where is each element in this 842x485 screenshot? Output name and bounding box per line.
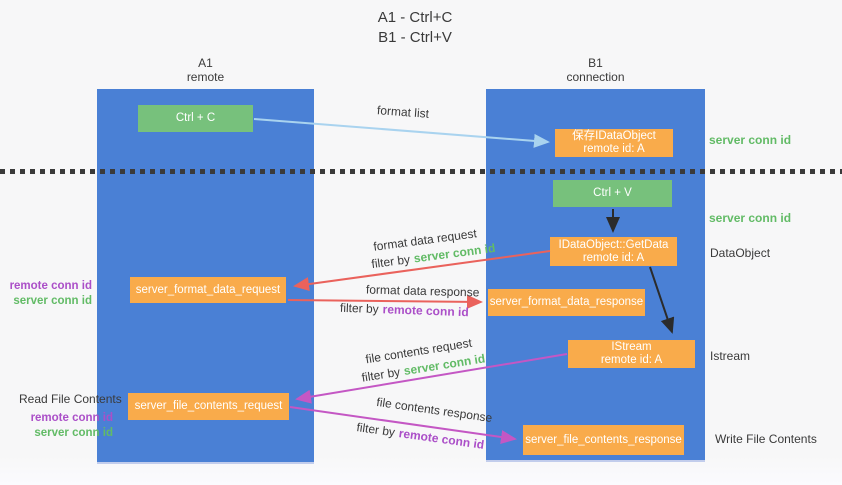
file-request-label: server_file_contents_request bbox=[134, 400, 283, 412]
dotted-separator-line bbox=[0, 169, 842, 174]
node-server-format-data-request: server_format_data_request bbox=[130, 277, 286, 303]
node-idataobject-getdata: IDataObject::GetData remote id: A bbox=[550, 237, 677, 266]
node-istream: IStream remote id: A bbox=[568, 340, 695, 368]
filter-by-text: filter by bbox=[370, 252, 411, 272]
lane-a-header: A1 remote bbox=[97, 56, 314, 84]
save-dataobject-line2: remote id: A bbox=[583, 143, 645, 155]
format-response-label: server_format_data_response bbox=[489, 296, 644, 308]
read-file-contents-label: Read File Contents bbox=[19, 392, 122, 406]
write-file-contents-label: Write File Contents bbox=[715, 432, 817, 446]
dataobject-side-label: DataObject bbox=[710, 246, 771, 260]
title-line-2: B1 - Ctrl+V bbox=[378, 29, 452, 46]
lane-a-id: A1 bbox=[198, 56, 213, 70]
file-response-label: server_file_contents_response bbox=[525, 433, 682, 446]
remote-conn-id-text: remote conn id bbox=[382, 302, 469, 320]
istream-side-label: Istream bbox=[710, 349, 751, 363]
file-conn-ids-group: remote conn id server conn id bbox=[20, 411, 113, 441]
format-conn-ids-group: remote conn id server conn id bbox=[8, 279, 92, 309]
node-server-file-contents-response: server_file_contents_response bbox=[523, 425, 684, 455]
istream-line2: remote id: A bbox=[600, 354, 663, 366]
lane-b-header: B1 connection bbox=[486, 56, 705, 84]
lane-a-role: remote bbox=[186, 70, 225, 84]
node-save-dataobject: 保存IDataObject remote id: A bbox=[555, 129, 673, 157]
lane-b-id: B1 bbox=[588, 56, 603, 70]
server-conn-id-mid-label: server conn id bbox=[709, 211, 792, 225]
remote-conn-id-text: remote conn id bbox=[397, 426, 486, 452]
filter-by-text: filter by bbox=[360, 364, 402, 385]
file-contents-response-label: file contents response bbox=[375, 394, 494, 426]
ctrl-v-label: Ctrl + V bbox=[593, 187, 632, 199]
lane-b-role: connection bbox=[566, 70, 625, 84]
filter-by-text: filter by bbox=[355, 420, 396, 440]
istream-line1: IStream bbox=[611, 341, 652, 353]
format-data-response-label: format data response bbox=[365, 282, 480, 300]
remote-conn-id-label: remote conn id bbox=[30, 412, 113, 424]
title-line-1: A1 - Ctrl+C bbox=[377, 9, 453, 26]
server-conn-id-label: server conn id bbox=[13, 295, 92, 307]
server-conn-id-top-label: server conn id bbox=[709, 133, 792, 147]
node-ctrl-c: Ctrl + C bbox=[138, 105, 253, 132]
save-dataobject-line1: 保存IDataObject bbox=[572, 130, 656, 142]
node-server-file-contents-request: server_file_contents_request bbox=[128, 393, 289, 420]
node-server-format-data-response: server_format_data_response bbox=[488, 289, 645, 316]
remote-conn-id-label: remote conn id bbox=[9, 280, 92, 292]
node-ctrl-v: Ctrl + V bbox=[553, 180, 672, 207]
ctrl-c-label: Ctrl + C bbox=[175, 112, 216, 124]
diagram-title: A1 - Ctrl+C B1 - Ctrl+V bbox=[320, 8, 510, 48]
getdata-line1: IDataObject::GetData bbox=[558, 238, 669, 251]
filter-by-text: filter by bbox=[339, 300, 379, 317]
format-request-label: server_format_data_request bbox=[135, 283, 281, 296]
server-conn-id-label: server conn id bbox=[34, 427, 113, 439]
format-list-label: format list bbox=[376, 103, 430, 121]
getdata-line2: remote id: A bbox=[582, 251, 645, 264]
